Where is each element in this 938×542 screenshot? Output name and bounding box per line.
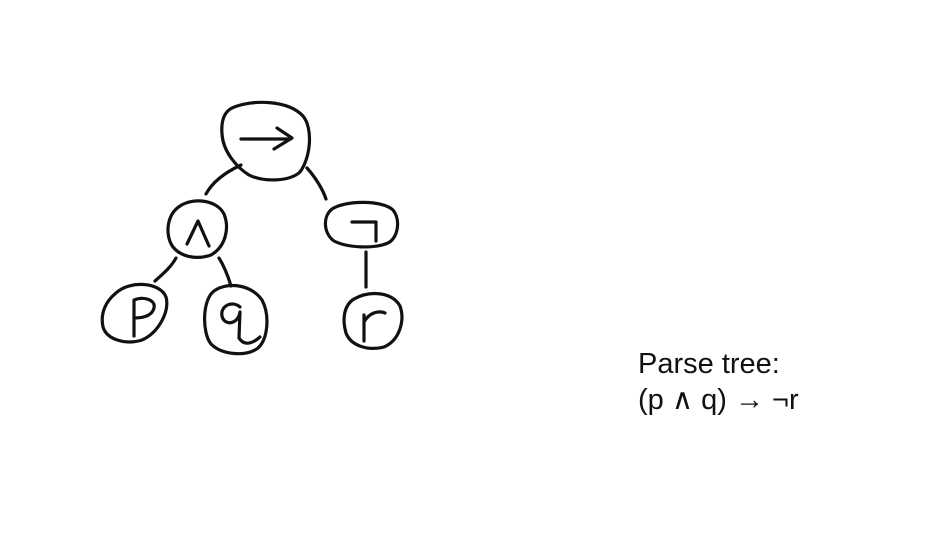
caption-title: Parse tree: — [638, 348, 780, 380]
edge-implies-and — [204, 163, 243, 196]
node-q — [203, 283, 269, 356]
edge-implies-not — [305, 166, 328, 201]
node-implies-outline — [220, 100, 311, 182]
r-letter-icon — [362, 310, 387, 343]
node-not-outline — [323, 200, 400, 249]
node-r-outline — [342, 291, 404, 350]
node-and-outline — [166, 199, 229, 259]
q-letter-icon — [220, 302, 262, 345]
p-letter-icon — [132, 296, 156, 338]
parse-tree-caption: Parse tree: (p ∧ q) → ¬r — [638, 346, 799, 418]
node-p-outline — [100, 282, 169, 344]
not-hook-icon — [350, 220, 378, 243]
edge-and-q — [217, 256, 233, 288]
edge-and-p — [153, 256, 178, 283]
node-r — [342, 291, 404, 350]
node-implies — [220, 100, 311, 182]
node-q-outline — [203, 283, 269, 356]
and-wedge-icon — [185, 219, 211, 248]
implies-arrow-icon — [239, 126, 294, 151]
caption-formula: (p ∧ q) → ¬r — [638, 384, 799, 416]
node-not — [323, 200, 400, 249]
node-and — [166, 199, 229, 259]
node-p — [100, 282, 169, 344]
